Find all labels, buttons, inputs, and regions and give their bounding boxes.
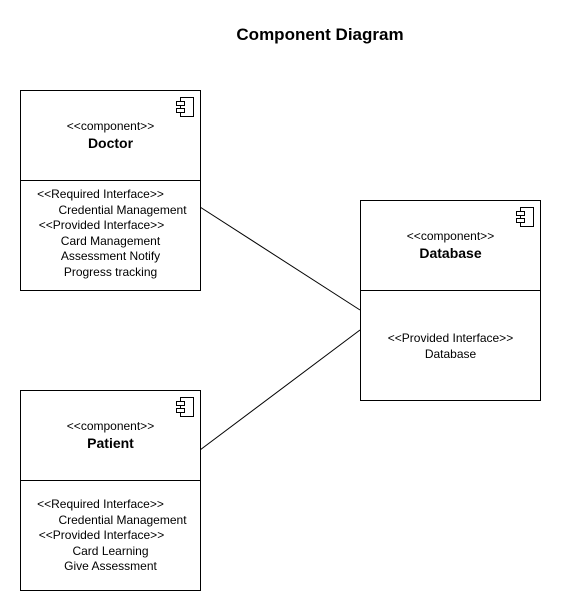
component-interfaces: <<Required Interface>> Credential Manage… [21,497,200,575]
interface-line: <<Provided Interface>> [38,218,165,233]
component-icon [516,207,534,227]
interface-line: Card Management [60,233,161,248]
component-patient[interactable]: <<component>> Patient <<Required Interfa… [20,390,201,591]
component-name: Patient [87,435,134,451]
component-name: Doctor [87,135,134,151]
component-doctor[interactable]: <<component>> Doctor <<Required Interfac… [20,90,201,291]
component-stereotype: <<component>> [66,119,155,133]
component-name: Database [419,245,482,261]
interface-line: Assessment Notify [60,249,161,264]
component-header: <<component>> Database [361,201,540,291]
component-icon [176,97,194,117]
interface-line: <<Provided Interface>> [387,331,514,345]
interface-line: <<Required Interface>> [37,187,164,201]
component-interfaces: <<Provided Interface>> Database [361,331,540,362]
component-header: <<component>> Patient [21,391,200,481]
interface-line: Credential Management [58,202,187,217]
component-stereotype: <<component>> [66,419,155,433]
connector-patient-database [199,329,361,451]
interface-line: <<Required Interface>> [37,497,164,511]
interface-line: Progress tracking [63,264,158,279]
component-interfaces: <<Required Interface>> Credential Manage… [21,187,200,281]
diagram-title: Component Diagram [236,25,404,44]
interface-line: Credential Management [58,512,187,527]
component-stereotype: <<component>> [406,229,495,243]
interface-line: <<Provided Interface>> [38,528,165,543]
interface-line: Database [424,346,477,361]
component-icon [176,397,194,417]
connector-doctor-database [199,206,361,311]
interface-line: Give Assessment [64,559,157,574]
component-header: <<component>> Doctor [21,91,200,181]
component-database[interactable]: <<component>> Database <<Provided Interf… [360,200,541,401]
interface-line: Card Learning [72,543,149,558]
